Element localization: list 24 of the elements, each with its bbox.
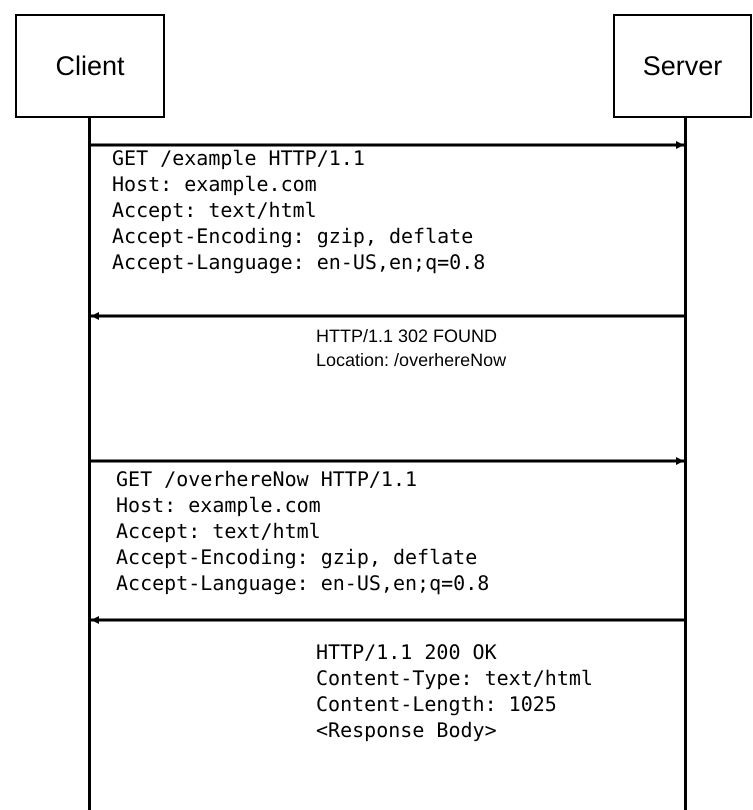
message-line: Accept: text/html bbox=[116, 519, 321, 543]
message-line: Accept-Language: en-US,en;q=0.8 bbox=[116, 571, 490, 595]
participant-box: Client bbox=[15, 14, 165, 118]
message-arrow bbox=[91, 141, 684, 149]
message-arrow bbox=[91, 312, 684, 320]
message-line: Location: /overhereNow bbox=[316, 350, 506, 371]
message-line: GET /overhereNow HTTP/1.1 bbox=[116, 467, 418, 491]
message-line: Content-Length: 1025 bbox=[316, 692, 557, 716]
message-line: Accept-Encoding: gzip, deflate bbox=[116, 545, 478, 569]
message-line: <Response Body> bbox=[316, 718, 497, 742]
participant-box: Server bbox=[613, 14, 752, 118]
message-arrow bbox=[91, 457, 684, 465]
message-line: Accept: text/html bbox=[112, 198, 317, 222]
message-line: GET /example HTTP/1.1 bbox=[112, 146, 365, 170]
lifeline bbox=[684, 118, 687, 810]
message-line: Accept-Language: en-US,en;q=0.8 bbox=[112, 250, 486, 274]
message-arrow bbox=[91, 616, 684, 624]
message-line: HTTP/1.1 302 FOUND bbox=[316, 326, 498, 347]
message-line: Host: example.com bbox=[112, 172, 317, 196]
message-line: Content-Type: text/html bbox=[316, 666, 593, 690]
message-line: HTTP/1.1 200 OK bbox=[316, 640, 497, 664]
message-line: Host: example.com bbox=[116, 493, 321, 517]
lifeline bbox=[88, 118, 91, 810]
message-line: Accept-Encoding: gzip, deflate bbox=[112, 224, 474, 248]
